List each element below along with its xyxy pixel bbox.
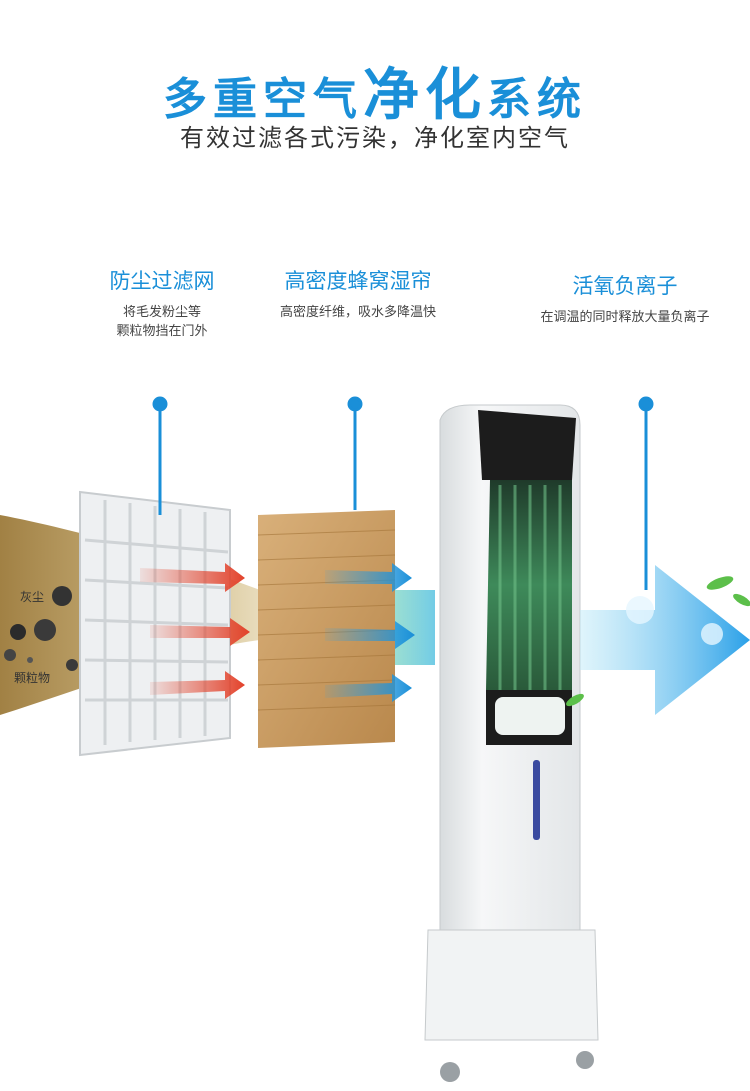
title-part3: 系统 (487, 74, 587, 125)
feature-desc-line1: 将毛发粉尘等 (122, 305, 201, 320)
clean-air-flow (395, 590, 435, 665)
feature-dust-filter: 防尘过滤网 将毛发粉尘等 颗粒物挡在门外 (82, 265, 242, 341)
page-subtitle: 有效过滤各式污染，净化室内空气 (180, 124, 570, 152)
negative-ion-bubble (701, 623, 723, 645)
feature-desc-line1: 高密度纤维，吸水多降温快 (279, 305, 436, 320)
dust-particles (4, 586, 78, 671)
fresh-air-out-arrow (580, 565, 750, 715)
blue-airflow-arrows (325, 563, 415, 702)
dust-filter-screen (79, 490, 231, 757)
leaf-decorations (566, 576, 750, 707)
negative-ion-bubble (626, 596, 654, 624)
particles-label: 颗粒物 (14, 671, 51, 685)
air-cooler-unit (424, 404, 599, 1082)
red-airflow-arrows (140, 563, 250, 699)
feature-desc-line1: 在调温的同时释放大量负离子 (540, 310, 710, 325)
feature-title: 防尘过滤网 (109, 269, 215, 293)
callout-lines (152, 396, 654, 590)
feature-title: 高密度蜂窝湿帘 (284, 269, 432, 293)
title-highlight: 净化 (363, 63, 487, 128)
feature-honeycomb-pad: 高密度蜂窝湿帘 高密度纤维，吸水多降温快 (248, 265, 468, 322)
feature-desc-line2: 颗粒物挡在门外 (116, 324, 208, 339)
title-part1: 多重空气 (163, 74, 363, 125)
dust-label: 灰尘 (20, 590, 45, 604)
page-title: 多重空气净化系统 (0, 50, 750, 131)
feature-negative-ion: 活氧负离子 在调温的同时释放大量负离子 (505, 270, 745, 327)
feature-title: 活氧负离子 (572, 274, 678, 298)
